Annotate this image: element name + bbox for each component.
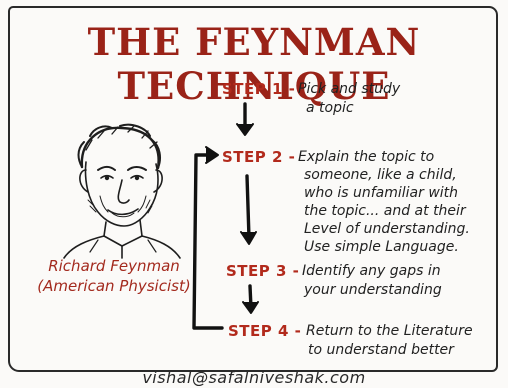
loop-back-bracket: [192, 153, 224, 330]
step-4-text-line: to understand better: [308, 342, 454, 358]
portrait-caption: (American Physicist): [37, 277, 191, 295]
arrow-step2-to-step3: [245, 174, 251, 240]
step-1-text-line: a topic: [306, 100, 354, 116]
step-1-label: STEP 1 -: [222, 80, 296, 98]
step-2-text-line: someone, like a child,: [304, 167, 457, 183]
step-2-text-line: Use simple Language.: [304, 239, 459, 255]
step-1-text-line: Pick and study: [298, 81, 401, 97]
step-3-text-line: Identify any gaps in: [302, 263, 441, 279]
step-4-label: STEP 4 -: [228, 322, 302, 340]
step-3-text-line: your understanding: [304, 282, 442, 298]
step-2-text-line: the topic... and at their: [304, 203, 466, 219]
footer-email: vishal@safalniveshak.com: [142, 368, 366, 387]
step-2-text-line: Level of understanding.: [304, 221, 470, 237]
outer-border: [8, 6, 498, 372]
step-3-label: STEP 3 -: [226, 262, 300, 280]
portrait-name: Richard Feynman: [48, 257, 180, 275]
step-2-label: STEP 2 -: [222, 148, 296, 166]
step-2-text-line: Explain the topic to: [298, 149, 435, 165]
step-2-text-line: who is unfamiliar with: [304, 185, 459, 201]
main-title: THE FEYNMAN TECHNIQUE: [87, 20, 421, 108]
step-4-text-line: Return to the Literature: [306, 323, 473, 339]
